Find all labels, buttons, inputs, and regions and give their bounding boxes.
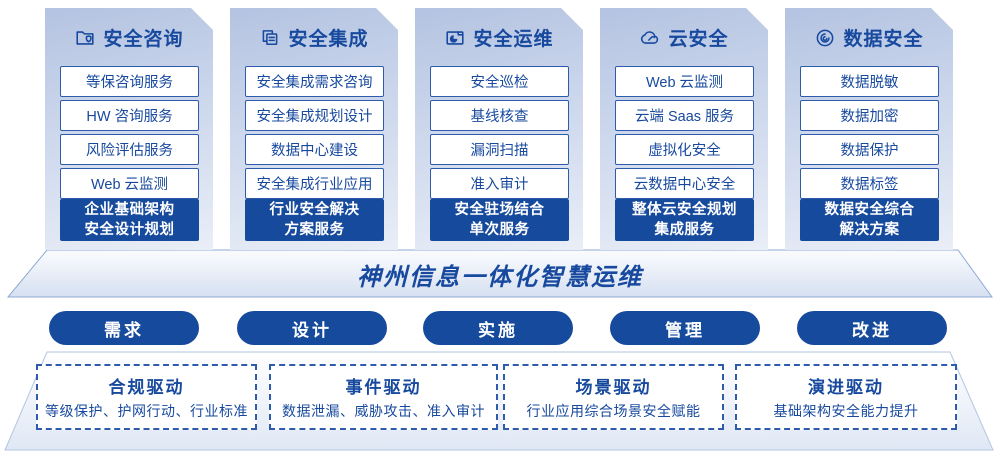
- footer-line: 方案服务: [284, 222, 345, 238]
- service-item: 数据中心建设: [245, 134, 384, 165]
- footer-line: 行业安全解决: [269, 202, 360, 218]
- documents-icon: [263, 29, 278, 45]
- panel-header: 安全运维: [415, 24, 583, 51]
- driver-title: 合规驱动: [108, 378, 185, 397]
- service-item: 安全集成需求咨询: [245, 66, 384, 97]
- process-pill-manage: 管理: [610, 311, 760, 345]
- panel-title: 数据安全: [843, 29, 924, 50]
- service-item: HW 咨询服务: [60, 100, 199, 131]
- panel-cloud-security: 云安全 Web 云监测 云端 Saas 服务 虚拟化安全 云数据中心安全 整体云…: [600, 8, 768, 250]
- process-pill-demand: 需求: [49, 311, 199, 345]
- service-item: 安全集成行业应用: [245, 168, 384, 199]
- footer-line: 解决方案: [839, 222, 900, 238]
- footer-line: 安全驻场结合: [454, 202, 545, 218]
- service-item: 基线核查: [430, 100, 569, 131]
- panel-header: 数据安全: [785, 24, 953, 51]
- service-item: 等保咨询服务: [60, 66, 199, 97]
- panel-footer: 整体云安全规划 集成服务: [615, 199, 754, 241]
- driver-title: 演进驱动: [808, 378, 884, 397]
- footer-line: 企业基础架构: [84, 202, 175, 218]
- driver-box-compliance: 合规驱动 等级保护、护网行动、行业标准: [36, 364, 257, 430]
- panel-security-integration: 安全集成 安全集成需求咨询 安全集成规划设计 数据中心建设 安全集成行业应用 行…: [230, 8, 398, 250]
- cloud-icon: [641, 30, 659, 44]
- panel-header: 云安全: [600, 24, 768, 51]
- panel-security-consulting: 安全咨询 等保咨询服务 HW 咨询服务 风险评估服务 Web 云监测 企业基础架…: [45, 8, 213, 250]
- panel-footer: 行业安全解决 方案服务: [245, 199, 384, 241]
- panel-items: 数据脱敏 数据加密 数据保护 数据标签: [800, 66, 939, 202]
- banner-trapezoid-shape: [6, 249, 993, 298]
- driver-desc: 数据泄漏、威胁攻击、准入审计: [282, 403, 485, 419]
- service-item: Web 云监测: [60, 168, 199, 199]
- panel-footer: 安全驻场结合 单次服务: [430, 199, 569, 241]
- service-item: 数据标签: [800, 168, 939, 199]
- banner-title: 神州信息一体化智慧运维: [357, 264, 643, 291]
- service-item: 准入审计: [430, 168, 569, 199]
- driver-box-scenario: 场景驱动 行业应用综合场景安全赋能: [503, 364, 724, 430]
- panel-title: 安全咨询: [103, 29, 184, 50]
- footer-line: 整体云安全规划: [632, 202, 737, 218]
- folder-monitor-icon: [446, 30, 465, 45]
- driver-box-incident: 事件驱动 数据泄漏、威胁攻击、准入审计: [269, 364, 498, 430]
- driver-desc: 基础架构安全能力提升: [773, 403, 919, 419]
- footer-line: 集成服务: [654, 222, 715, 238]
- panel-title: 云安全: [668, 29, 729, 50]
- service-item: 虚拟化安全: [615, 134, 754, 165]
- panel-items: 安全集成需求咨询 安全集成规划设计 数据中心建设 安全集成行业应用: [245, 66, 384, 202]
- service-item: 数据脱敏: [800, 66, 939, 97]
- fingerprint-icon: [817, 29, 834, 46]
- panel-items: Web 云监测 云端 Saas 服务 虚拟化安全 云数据中心安全: [615, 66, 754, 202]
- service-item: 数据保护: [800, 134, 939, 165]
- panel-title: 安全集成: [288, 29, 369, 50]
- service-item: 漏洞扫描: [430, 134, 569, 165]
- process-pill-improve: 改进: [797, 311, 947, 345]
- driver-title: 事件驱动: [345, 378, 422, 397]
- panel-footer: 企业基础架构 安全设计规划: [60, 199, 199, 241]
- driver-desc: 等级保护、护网行动、行业标准: [45, 403, 248, 419]
- panel-title: 安全运维: [473, 29, 554, 50]
- footer-line: 单次服务: [469, 222, 530, 238]
- driver-title: 场景驱动: [575, 378, 652, 397]
- service-item: Web 云监测: [615, 66, 754, 97]
- panel-security-operations: 安全运维 安全巡检 基线核查 漏洞扫描 准入审计 安全驻场结合 单次服务: [415, 8, 583, 250]
- process-pill-implement: 实施: [423, 311, 573, 345]
- service-item: 数据加密: [800, 100, 939, 131]
- panel-items: 等保咨询服务 HW 咨询服务 风险评估服务 Web 云监测: [60, 66, 199, 202]
- service-item: 风险评估服务: [60, 134, 199, 165]
- service-item: 云端 Saas 服务: [615, 100, 754, 131]
- service-item: 云数据中心安全: [615, 168, 754, 199]
- panel-footer: 数据安全综合 解决方案: [800, 199, 939, 241]
- footer-line: 安全设计规划: [84, 222, 175, 238]
- panel-header: 安全集成: [230, 24, 398, 51]
- panel-header: 安全咨询: [45, 24, 213, 51]
- driver-box-evolution: 演进驱动 基础架构安全能力提升: [735, 364, 957, 430]
- process-pill-design: 设计: [237, 311, 387, 345]
- service-item: 安全巡检: [430, 66, 569, 97]
- service-item: 安全集成规划设计: [245, 100, 384, 131]
- footer-line: 数据安全综合: [824, 202, 915, 218]
- panel-items: 安全巡检 基线核查 漏洞扫描 准入审计: [430, 66, 569, 202]
- driver-desc: 行业应用综合场景安全赋能: [526, 403, 701, 419]
- panel-data-security: 数据安全 数据脱敏 数据加密 数据保护 数据标签 数据安全综合 解决方案: [785, 8, 953, 250]
- folder-shield-icon: [76, 30, 95, 45]
